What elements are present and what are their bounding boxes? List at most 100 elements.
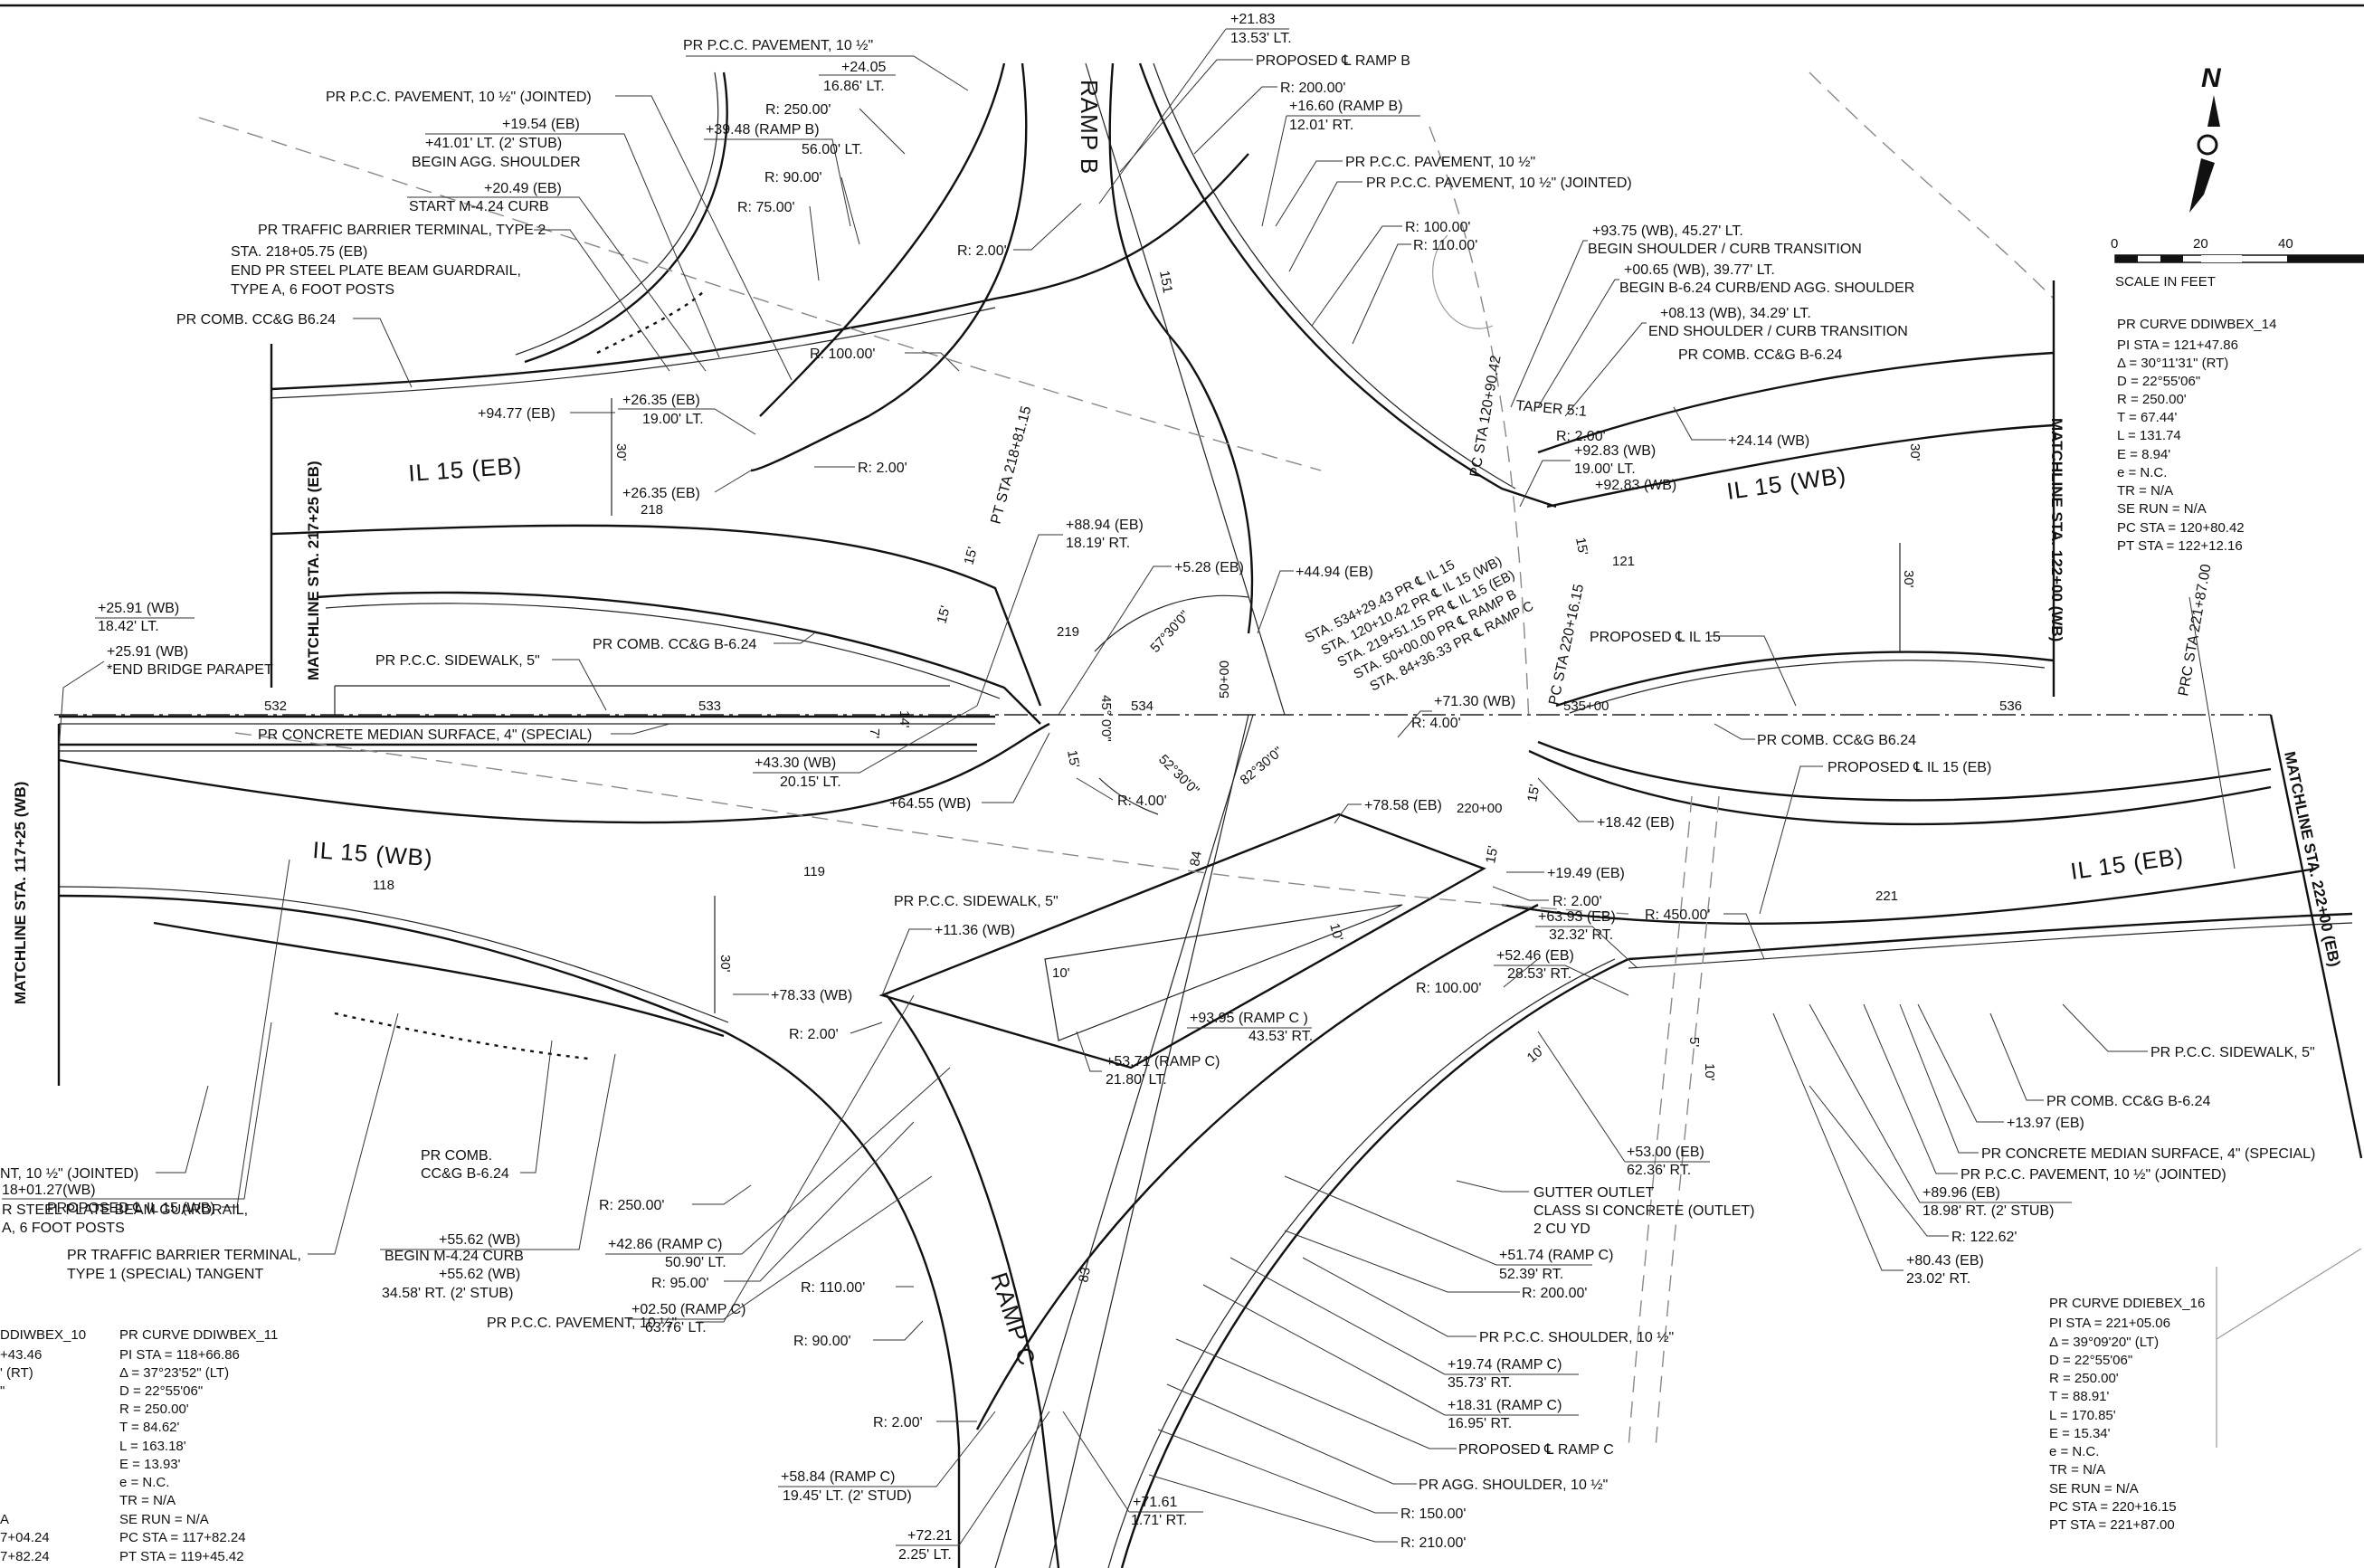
callout-label: +44.94 (EB) <box>1296 565 1373 580</box>
callout-label: 50.90' LT. <box>665 1255 726 1270</box>
callout-label: +24.14 (WB) <box>1728 433 1809 449</box>
callout-label: END SHOULDER / CURB TRANSITION <box>1648 324 1908 339</box>
callout-label: +78.58 (EB) <box>1364 798 1442 813</box>
curve-table-title: PR CURVE DDIEBEX_16 <box>2049 1296 2205 1311</box>
curve-table-row: TR = N/A <box>2117 483 2173 499</box>
callout-label: PR AGG. SHOULDER, 10 ½" <box>1419 1478 1608 1493</box>
curve-table-row: PI STA = 118+66.86 <box>119 1347 240 1363</box>
callout-label: +93.95 (RAMP C ) <box>1190 1011 1308 1026</box>
road-label-il15-wb-left: IL 15 (WB) <box>312 836 434 871</box>
callout-label: R: 250.00' <box>599 1198 664 1213</box>
dimension-label: 7' <box>867 728 882 738</box>
curve-table-row: e = N.C. <box>2049 1444 2099 1459</box>
callout-label: +18.31 (RAMP C) <box>1448 1398 1562 1413</box>
callout-label: GUTTER OUTLET <box>1533 1185 1655 1201</box>
mid-labels: +94.77 (EB) +26.35 (EB) 19.00' LT. +26.3… <box>58 354 2236 1088</box>
callout-label: R: 2.00' <box>1556 429 1606 444</box>
callout-label: +71.30 (WB) <box>1434 694 1515 709</box>
curve-table-row: R = 250.00' <box>2117 392 2187 407</box>
callout-label: TAPER 5:1 <box>1515 398 1588 420</box>
curve-table-row: PC STA = 120+80.42 <box>2117 520 2245 536</box>
curve-table-row: D = 22°55'06" <box>2049 1353 2132 1368</box>
dimension-label: 15' <box>1572 537 1590 556</box>
callout-label: +53.71 (RAMP C) <box>1106 1054 1220 1069</box>
callout-label: +13.97 (EB) <box>2007 1116 2084 1131</box>
callout-label: 19.00' LT. <box>642 412 704 427</box>
callout-label: 16.95' RT. <box>1448 1416 1512 1431</box>
callout-label: 63.76' LT. <box>645 1320 707 1335</box>
callout-label: 12.01' RT. <box>1289 118 1353 133</box>
callout-label: 19.45' LT. (2' STUD) <box>783 1488 912 1504</box>
curve-table-row: 7+04.24 <box>0 1530 50 1545</box>
callout-label: PR COMB. <box>421 1148 492 1164</box>
callout-label: +5.28 (EB) <box>1174 560 1244 575</box>
callout-label: +19.74 (RAMP C) <box>1448 1357 1562 1373</box>
curve-table-row: ' (RT) <box>0 1365 33 1381</box>
callout-label: +92.83 (WB) <box>1595 478 1676 493</box>
curve-table-ddiwbex10-partial: DDIWBEX_10 +43.46 ' (RT) " A 7+04.24 7+8… <box>0 1327 86 1564</box>
callout-label: NT, 10 ½" (JOINTED) <box>0 1166 138 1182</box>
north-arrow-icon: N <box>2189 63 2222 213</box>
callout-label: +39.48 (RAMP B) <box>706 122 820 138</box>
callout-label: PR CONCRETE MEDIAN SURFACE, 4" (SPECIAL) <box>258 727 592 743</box>
callout-label: STA. 218+05.75 (EB) <box>231 244 367 260</box>
station-label: 535+00 <box>1563 698 1609 714</box>
callout-label: +24.05 <box>841 60 886 75</box>
callout-label: PC STA 120+90.42 <box>1467 354 1504 478</box>
curve-table-row: L = 131.74 <box>2117 428 2181 443</box>
angle-label: 52°30'0" <box>1155 752 1202 799</box>
curve-table-row: TR = N/A <box>2049 1462 2105 1478</box>
callout-label: PR COMB. CC&G B-6.24 <box>2046 1094 2210 1109</box>
callout-label: +94.77 (EB) <box>478 406 555 422</box>
callout-label: R: 450.00' <box>1645 908 1710 923</box>
callout-label: PROPOSED ℄ RAMP B <box>1256 53 1410 69</box>
callout-label: R: 2.00' <box>873 1415 923 1430</box>
curve-table-row: E = 8.94' <box>2117 447 2170 462</box>
curve-table-row: Δ = 39°09'20" (LT) <box>2049 1335 2159 1350</box>
callout-label: R: 75.00' <box>737 200 795 215</box>
dimension-labels: 30' 30' 30' 30' 15' 15' 15' 15' 15' 15' … <box>611 398 1923 1081</box>
dimension-label: 15' <box>934 604 954 625</box>
dimension-label: 14' <box>897 710 912 728</box>
callout-label: +58.84 (RAMP C) <box>781 1469 895 1485</box>
curve-table-row: T = 84.62' <box>119 1420 180 1435</box>
curve-table-title: DDIWBEX_10 <box>0 1327 86 1343</box>
angle-label: 57°30'0" <box>1147 608 1192 656</box>
matchline-wb-right: MATCHLINE STA. 122+00 (WB) <box>2048 418 2065 641</box>
callout-label: 1.71' RT. <box>1131 1513 1187 1528</box>
curve-table-ddiwbex14: PR CURVE DDIWBEX_14 PI STA = 121+47.86 Δ… <box>2117 317 2276 554</box>
angle-label: 82°30'0" <box>1238 744 1286 788</box>
callout-label: END PR STEEL PLATE BEAM GUARDRAIL, <box>231 263 521 279</box>
callout-label: 18.42' LT. <box>98 619 159 634</box>
callout-label: 18+01.27(WB) <box>2 1183 96 1198</box>
callout-label: PR P.C.C. SIDEWALK, 5" <box>894 894 1059 909</box>
curve-table-row: PT STA = 119+45.42 <box>119 1549 244 1564</box>
curve-table-ddiwbex11: PR CURVE DDIWBEX_11 PI STA = 118+66.86 Δ… <box>119 1327 278 1564</box>
callout-label: BEGIN M-4.24 CURB <box>385 1249 524 1264</box>
curve-table-row: SE RUN = N/A <box>119 1512 209 1527</box>
dimension-label: 10' <box>1326 922 1346 943</box>
callout-label: 32.32' RT. <box>1549 927 1613 943</box>
curve-table-row: T = 88.91' <box>2049 1389 2110 1404</box>
station-label: 221 <box>1875 889 1898 904</box>
callout-label: BEGIN SHOULDER / CURB TRANSITION <box>1588 242 1862 257</box>
callout-label: *END BRIDGE PARAPET <box>107 662 273 678</box>
callout-label: +11.36 (WB) <box>935 923 1015 938</box>
callout-label: +08.13 (WB), 34.29' LT. <box>1660 306 1811 321</box>
curve-table-row: e = N.C. <box>119 1475 169 1490</box>
callout-label: PR P.C.C. SIDEWALK, 5" <box>375 653 540 669</box>
callout-label: 52.39' RT. <box>1499 1267 1563 1282</box>
curve-table-title: PR CURVE DDIWBEX_14 <box>2117 317 2276 332</box>
curve-table-row: TR = N/A <box>119 1493 176 1508</box>
callout-label: +55.62 (WB) <box>439 1267 520 1282</box>
callout-label: PT STA 218+81.15 <box>988 404 1034 526</box>
callout-label: +20.49 (EB) <box>484 181 562 196</box>
dimension-label: 10' <box>1052 965 1070 981</box>
callout-label: +16.60 (RAMP B) <box>1289 99 1403 114</box>
curve-table-row: E = 13.93' <box>119 1457 181 1472</box>
callout-label: PROPOSED ℄ IL 15 (WB) <box>47 1201 215 1216</box>
callout-label: R: 200.00' <box>1280 81 1345 96</box>
curve-table-row: SE RUN = N/A <box>2049 1481 2139 1497</box>
roadway-geometry <box>54 62 2362 1568</box>
curve-table-row: PI STA = 221+05.06 <box>2049 1316 2170 1331</box>
